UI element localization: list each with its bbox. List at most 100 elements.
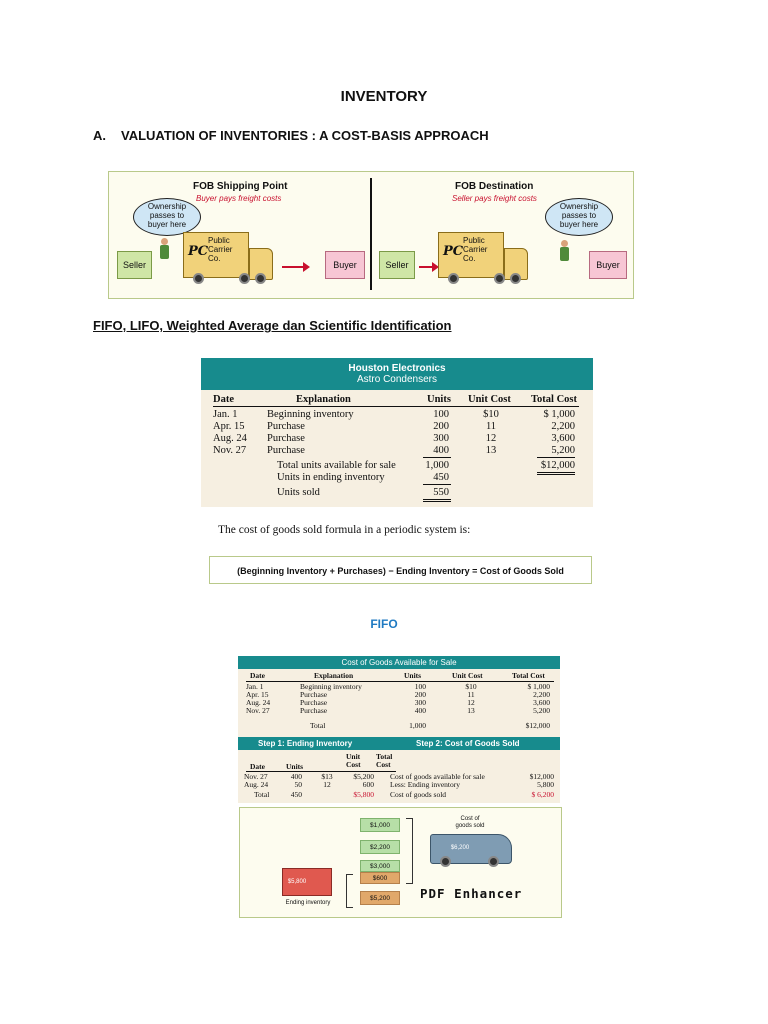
- fob-shipping-title: FOB Shipping Point: [193, 181, 288, 192]
- cogs-bracket: [406, 818, 413, 884]
- fob-illustration: FOB Shipping Point Buyer pays freight co…: [108, 171, 634, 299]
- step2-label: Cost of goods available for sale: [390, 772, 485, 781]
- truck-line: Co.: [208, 254, 221, 263]
- cost-layer: $5,200: [360, 891, 400, 905]
- row-units: 200: [414, 690, 426, 699]
- summary-label: Total units available for sale: [277, 460, 396, 471]
- row-total-cost: 3,600: [533, 698, 550, 707]
- seller-box-right: Seller: [379, 251, 415, 279]
- col-total: Total: [376, 752, 393, 761]
- fob-destination-subtitle: Seller pays freight costs: [452, 194, 537, 203]
- row-total-cost: 2,200: [551, 421, 575, 432]
- step1-total-cost: $5,800: [353, 790, 374, 799]
- col-date: Date: [213, 394, 234, 405]
- row-explanation: Purchase: [267, 445, 305, 456]
- row-units: 100: [433, 409, 449, 420]
- row-date: Nov. 27: [213, 445, 247, 456]
- row-date: Nov. 27: [246, 706, 270, 715]
- col-unit-cost: Unit Cost: [452, 671, 483, 680]
- row-total-cost: $ 1,000: [543, 409, 576, 420]
- cost-layer: $3,000: [360, 860, 400, 872]
- summary-value: 450: [433, 472, 449, 483]
- truck-line: Public: [463, 236, 485, 245]
- header-rule: [246, 681, 554, 682]
- row-units: 400: [414, 706, 426, 715]
- row-explanation: Purchase: [300, 698, 328, 707]
- row-unit-cost: $10: [483, 409, 499, 420]
- truck-line: Carrier: [208, 245, 233, 254]
- col-cost: Cost: [376, 760, 391, 769]
- houston-title: Houston Electronics: [348, 363, 446, 374]
- section-a-heading: A.VALUATION OF INVENTORIES : A COST-BASI…: [93, 128, 489, 143]
- fob-destination-title: FOB Destination: [455, 181, 534, 192]
- double-rule: [423, 499, 451, 500]
- row-explanation: Purchase: [300, 706, 328, 715]
- buyer-person-icon: [159, 238, 169, 260]
- bubble-line: buyer here: [147, 220, 187, 229]
- row-total-cost: 5,200: [533, 706, 550, 715]
- step1-total-cost: 600: [362, 780, 374, 789]
- step1-bar: Step 1: Ending Inventory Step 2: Cost of…: [238, 737, 560, 750]
- row-total-cost: 2,200: [533, 690, 550, 699]
- fifo-table: Cost of Goods Available for Sale Date Ex…: [238, 656, 560, 803]
- truck-line: Co.: [463, 254, 476, 263]
- wheel-icon: [494, 273, 505, 284]
- row-total-cost: 3,600: [551, 433, 575, 444]
- step2-label: Less: Ending inventory: [390, 780, 460, 789]
- col-explanation: Explanation: [314, 671, 354, 680]
- col-units: Units: [427, 394, 451, 405]
- carrier-logo-icon: PC: [188, 244, 209, 259]
- row-date: Aug. 24: [246, 698, 271, 707]
- summary-total: $12,000: [540, 460, 575, 471]
- col-unit-cost: Unit Cost: [468, 394, 511, 405]
- step1-total-label: Total: [254, 790, 270, 799]
- truck-line: Public: [208, 236, 230, 245]
- houston-table-header: Houston Electronics Astro Condensers: [201, 358, 593, 390]
- cost-layer: $1,000: [360, 818, 400, 832]
- page-title: INVENTORY: [340, 88, 428, 105]
- units-rule: [423, 457, 451, 458]
- cost-layer: $600: [360, 872, 400, 884]
- row-explanation: Purchase: [267, 421, 305, 432]
- header-rule: [213, 406, 579, 407]
- wheel-icon: [448, 273, 459, 284]
- summary-label: Units in ending inventory: [277, 472, 385, 483]
- watermark-text: PDF Enhancer: [420, 886, 523, 901]
- row-unit-cost: 12: [485, 433, 497, 444]
- houston-table: Houston Electronics Astro Condensers Dat…: [201, 358, 593, 507]
- truck-line: Carrier: [463, 245, 488, 254]
- step1-total-cost: $5,200: [353, 772, 374, 781]
- row-total-cost: $ 1,000: [527, 682, 551, 691]
- col-unit: Unit: [346, 752, 361, 761]
- row-date: Jan. 1: [246, 682, 264, 691]
- total-label: Total: [310, 721, 326, 730]
- double-rule: [537, 474, 575, 475]
- row-units: 300: [433, 433, 449, 444]
- col-units: Units: [404, 671, 422, 680]
- step2-value: $ 6,200: [531, 790, 555, 799]
- ending-inventory-label: Ending inventory: [285, 900, 331, 906]
- section-a-number: A.: [93, 128, 106, 143]
- step2-title: Step 2: Cost of Goods Sold: [416, 739, 520, 748]
- row-unit-cost: 12: [467, 698, 475, 707]
- buyer-box-right: Buyer: [589, 251, 627, 279]
- step1-total-units: 450: [290, 790, 302, 799]
- step1-unit-cost: $13: [321, 772, 333, 781]
- section-b-heading: FIFO, LIFO, Weighted Average dan Scienti…: [93, 318, 452, 333]
- ownership-bubble-right: Ownership passes to buyer here: [545, 198, 613, 236]
- row-unit-cost: 11: [485, 421, 497, 432]
- step1-title: Step 1: Ending Inventory: [258, 739, 353, 748]
- row-units: 100: [414, 682, 426, 691]
- wheel-icon: [510, 273, 521, 284]
- total-cost: $12,000: [525, 721, 550, 730]
- row-unit-cost: 13: [467, 706, 475, 715]
- row-units: 400: [433, 445, 449, 456]
- ownership-bubble-left: Ownership passes to buyer here: [133, 198, 201, 236]
- row-units: 200: [433, 421, 449, 432]
- houston-subtitle: Astro Condensers: [356, 374, 438, 385]
- step1-units: 400: [290, 772, 302, 781]
- wheel-icon: [440, 856, 451, 867]
- col-units: Units: [286, 762, 304, 771]
- row-explanation: Beginning inventory: [267, 409, 354, 420]
- fob-shipping-subtitle: Buyer pays freight costs: [196, 194, 282, 203]
